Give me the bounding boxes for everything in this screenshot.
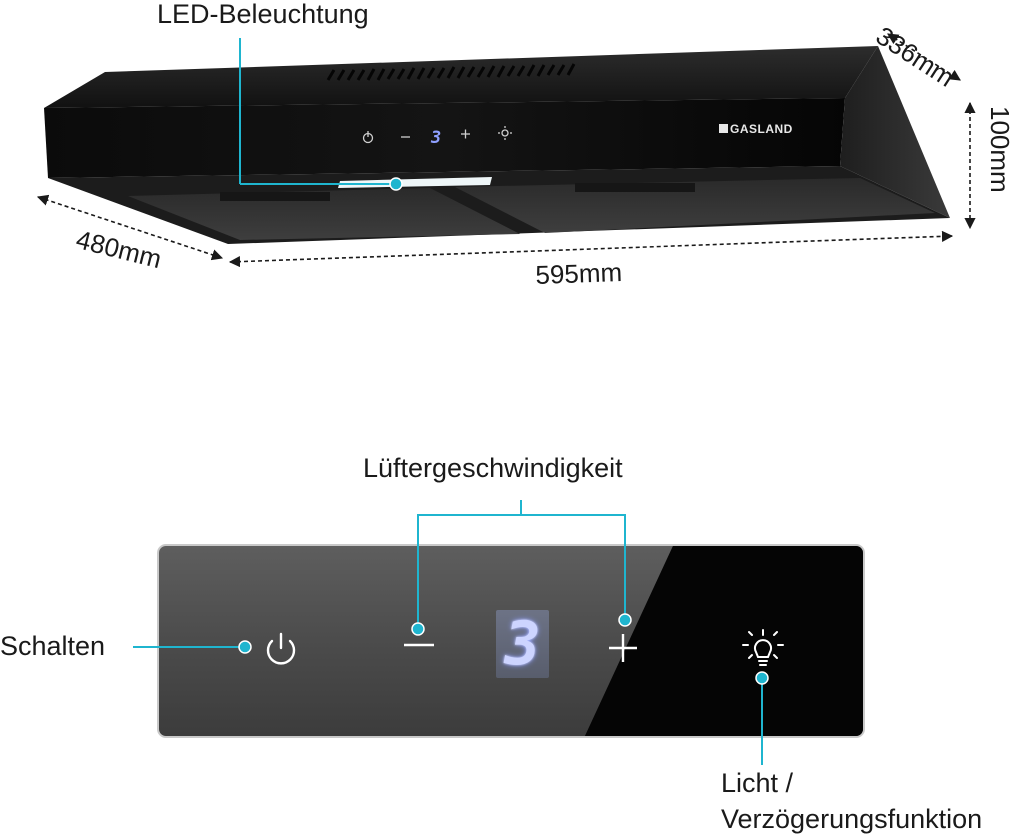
range-hood-image: 3 GASLAND	[44, 46, 950, 244]
speed-display: 3	[496, 610, 549, 678]
brand-name: GASLAND	[730, 122, 793, 136]
light-bulb-icon[interactable]	[741, 628, 785, 672]
switch-label: Schalten	[0, 631, 106, 661]
hood-mini-display: 3	[430, 128, 441, 148]
plus-icon[interactable]	[607, 632, 639, 664]
minus-icon[interactable]	[402, 640, 436, 650]
control-panel: 3	[157, 544, 865, 738]
width-dimension: 595mm	[534, 256, 623, 290]
hood-mini-controls	[362, 126, 512, 144]
led-strip	[338, 177, 492, 188]
speed-display-value: 3	[504, 609, 541, 679]
power-icon[interactable]	[262, 630, 300, 668]
hood-front-panel	[44, 98, 845, 178]
led-lighting-label: LED-Beleuchtung	[157, 0, 369, 29]
hood-side-face	[840, 46, 950, 218]
fan-speed-label: Lüftergeschwindigkeit	[363, 453, 623, 483]
light-label-line2: Verzögerungsfunktion	[721, 804, 983, 834]
light-label-line1: Licht /	[721, 768, 794, 798]
hood-top-surface	[44, 46, 878, 108]
vent-slots	[326, 63, 576, 81]
height-dimension: 100mm	[985, 106, 1015, 193]
brand-logo-icon	[719, 124, 728, 133]
